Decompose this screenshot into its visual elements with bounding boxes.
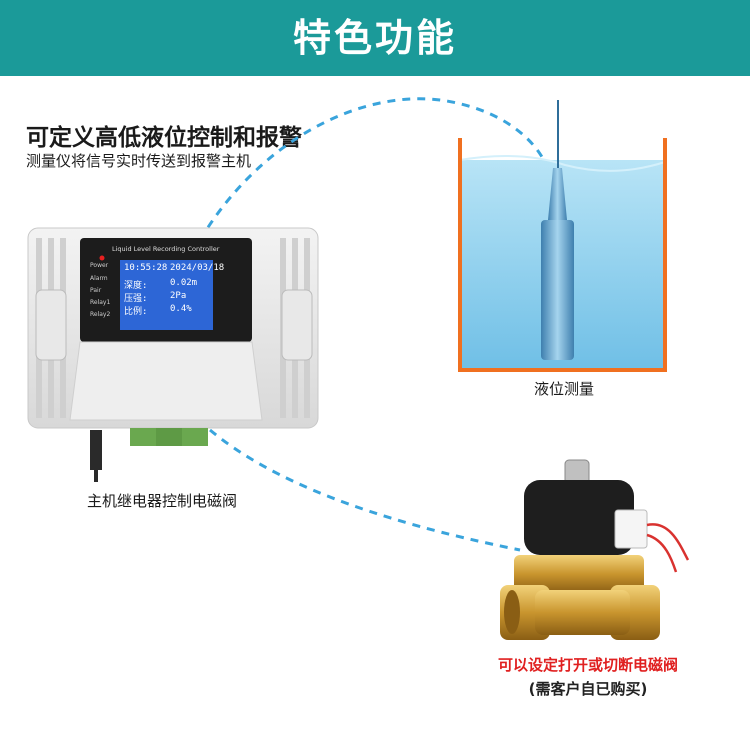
lcd-depth-value: 0.02m (170, 278, 198, 288)
indicator-relay2: Relay2 (90, 311, 111, 318)
lcd-pressure-label: 压强: (124, 294, 148, 304)
indicator-power: Power (90, 262, 109, 269)
lcd-date: 2024/03/18 (170, 263, 225, 273)
lcd-depth-label: 深度: (124, 281, 148, 291)
lcd-time: 10:55:28 (124, 263, 168, 273)
lcd-pressure-value: 2Pa (170, 291, 187, 301)
level-probe (541, 100, 574, 360)
lcd-ratio-value: 0.4% (170, 304, 192, 314)
indicator-pair: Pair (90, 287, 102, 294)
feature-heading: 可定义高低液位控制和报警 (26, 125, 302, 151)
header-banner (0, 0, 750, 76)
feature-subheading: 测量仪将信号实时传送到报警主机 (26, 152, 252, 170)
solenoid-valve (500, 459, 690, 640)
lcd-screen: 10:55:28 2024/03/18 深度: 0.02m 压强: 2Pa 比例… (120, 260, 224, 330)
signal-line-bottom (209, 428, 521, 552)
valve-note-secondary: (需客户自已购买) (528, 680, 648, 698)
signal-line-top (198, 97, 552, 241)
relay-valve-label: 主机继电器控制电磁阀 (87, 492, 238, 510)
page-title: 特色功能 (292, 16, 457, 60)
level-measure-label: 液位测量 (534, 380, 595, 398)
indicator-relay1: Relay1 (90, 299, 111, 306)
device-caption: Liquid Level Recording Controller (112, 245, 220, 253)
indicator-alarm: Alarm (90, 275, 108, 282)
valve-note-primary: 可以设定打开或切断电磁阀 (497, 656, 678, 674)
lcd-ratio-label: 比例: (124, 307, 148, 317)
